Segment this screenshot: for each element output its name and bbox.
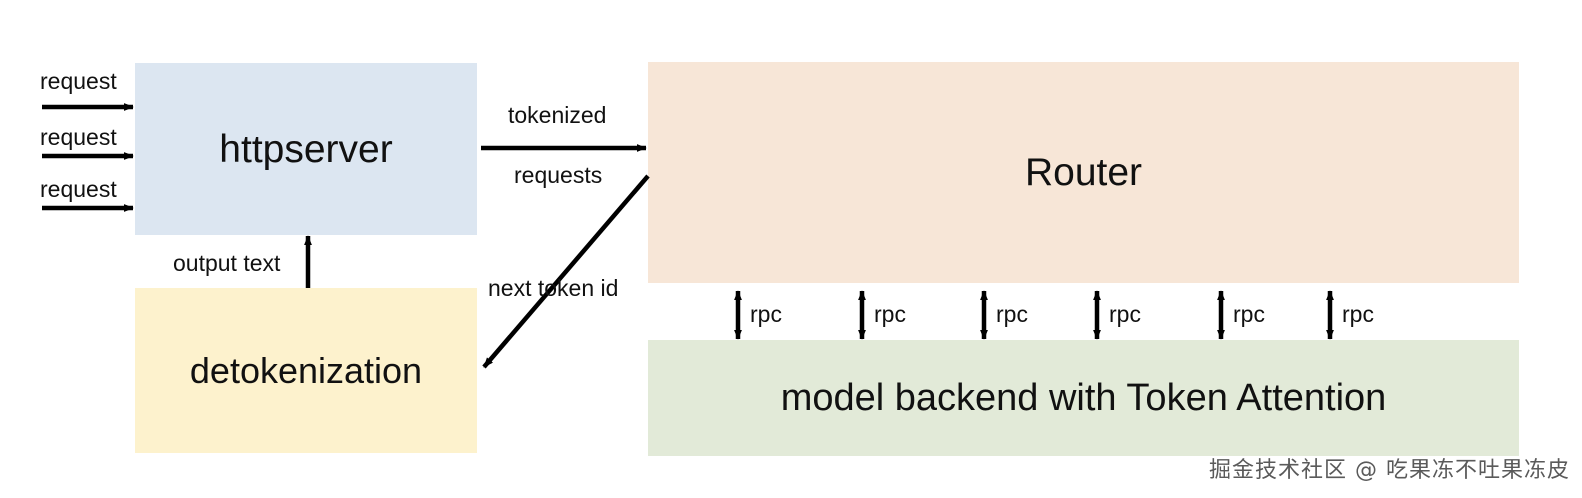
node-backend[interactable]: model backend with Token Attention: [648, 340, 1519, 456]
rpc-label-4: rpc: [1109, 301, 1141, 327]
next-token-id-label: next token id: [488, 275, 619, 301]
node-detokenization-label: detokenization: [189, 349, 423, 391]
rpc-label-2: rpc: [874, 301, 906, 327]
request-label-3: request: [40, 176, 117, 202]
rpc-label-3: rpc: [996, 301, 1028, 327]
node-httpserver[interactable]: httpserver: [135, 63, 477, 235]
rpc-label-1: rpc: [750, 301, 782, 327]
request-label-1: request: [40, 68, 117, 94]
request-label-2: request: [40, 124, 117, 150]
node-router-label: Router: [1024, 151, 1143, 194]
node-backend-label: model backend with Token Attention: [780, 377, 1387, 419]
node-detokenization[interactable]: detokenization: [135, 288, 477, 453]
next-token-id-arrow: [482, 174, 650, 369]
node-router[interactable]: Router: [648, 62, 1519, 283]
requests-label: requests: [514, 162, 603, 188]
rpc-label-5: rpc: [1233, 301, 1265, 327]
tokenized-label: tokenized: [508, 102, 607, 128]
node-httpserver-label: httpserver: [219, 127, 393, 171]
output-text-label: output text: [173, 250, 281, 276]
rpc-label-6: rpc: [1342, 301, 1374, 327]
watermark: 掘金技术社区 @ 吃果冻不吐果冻皮: [1209, 458, 1570, 483]
